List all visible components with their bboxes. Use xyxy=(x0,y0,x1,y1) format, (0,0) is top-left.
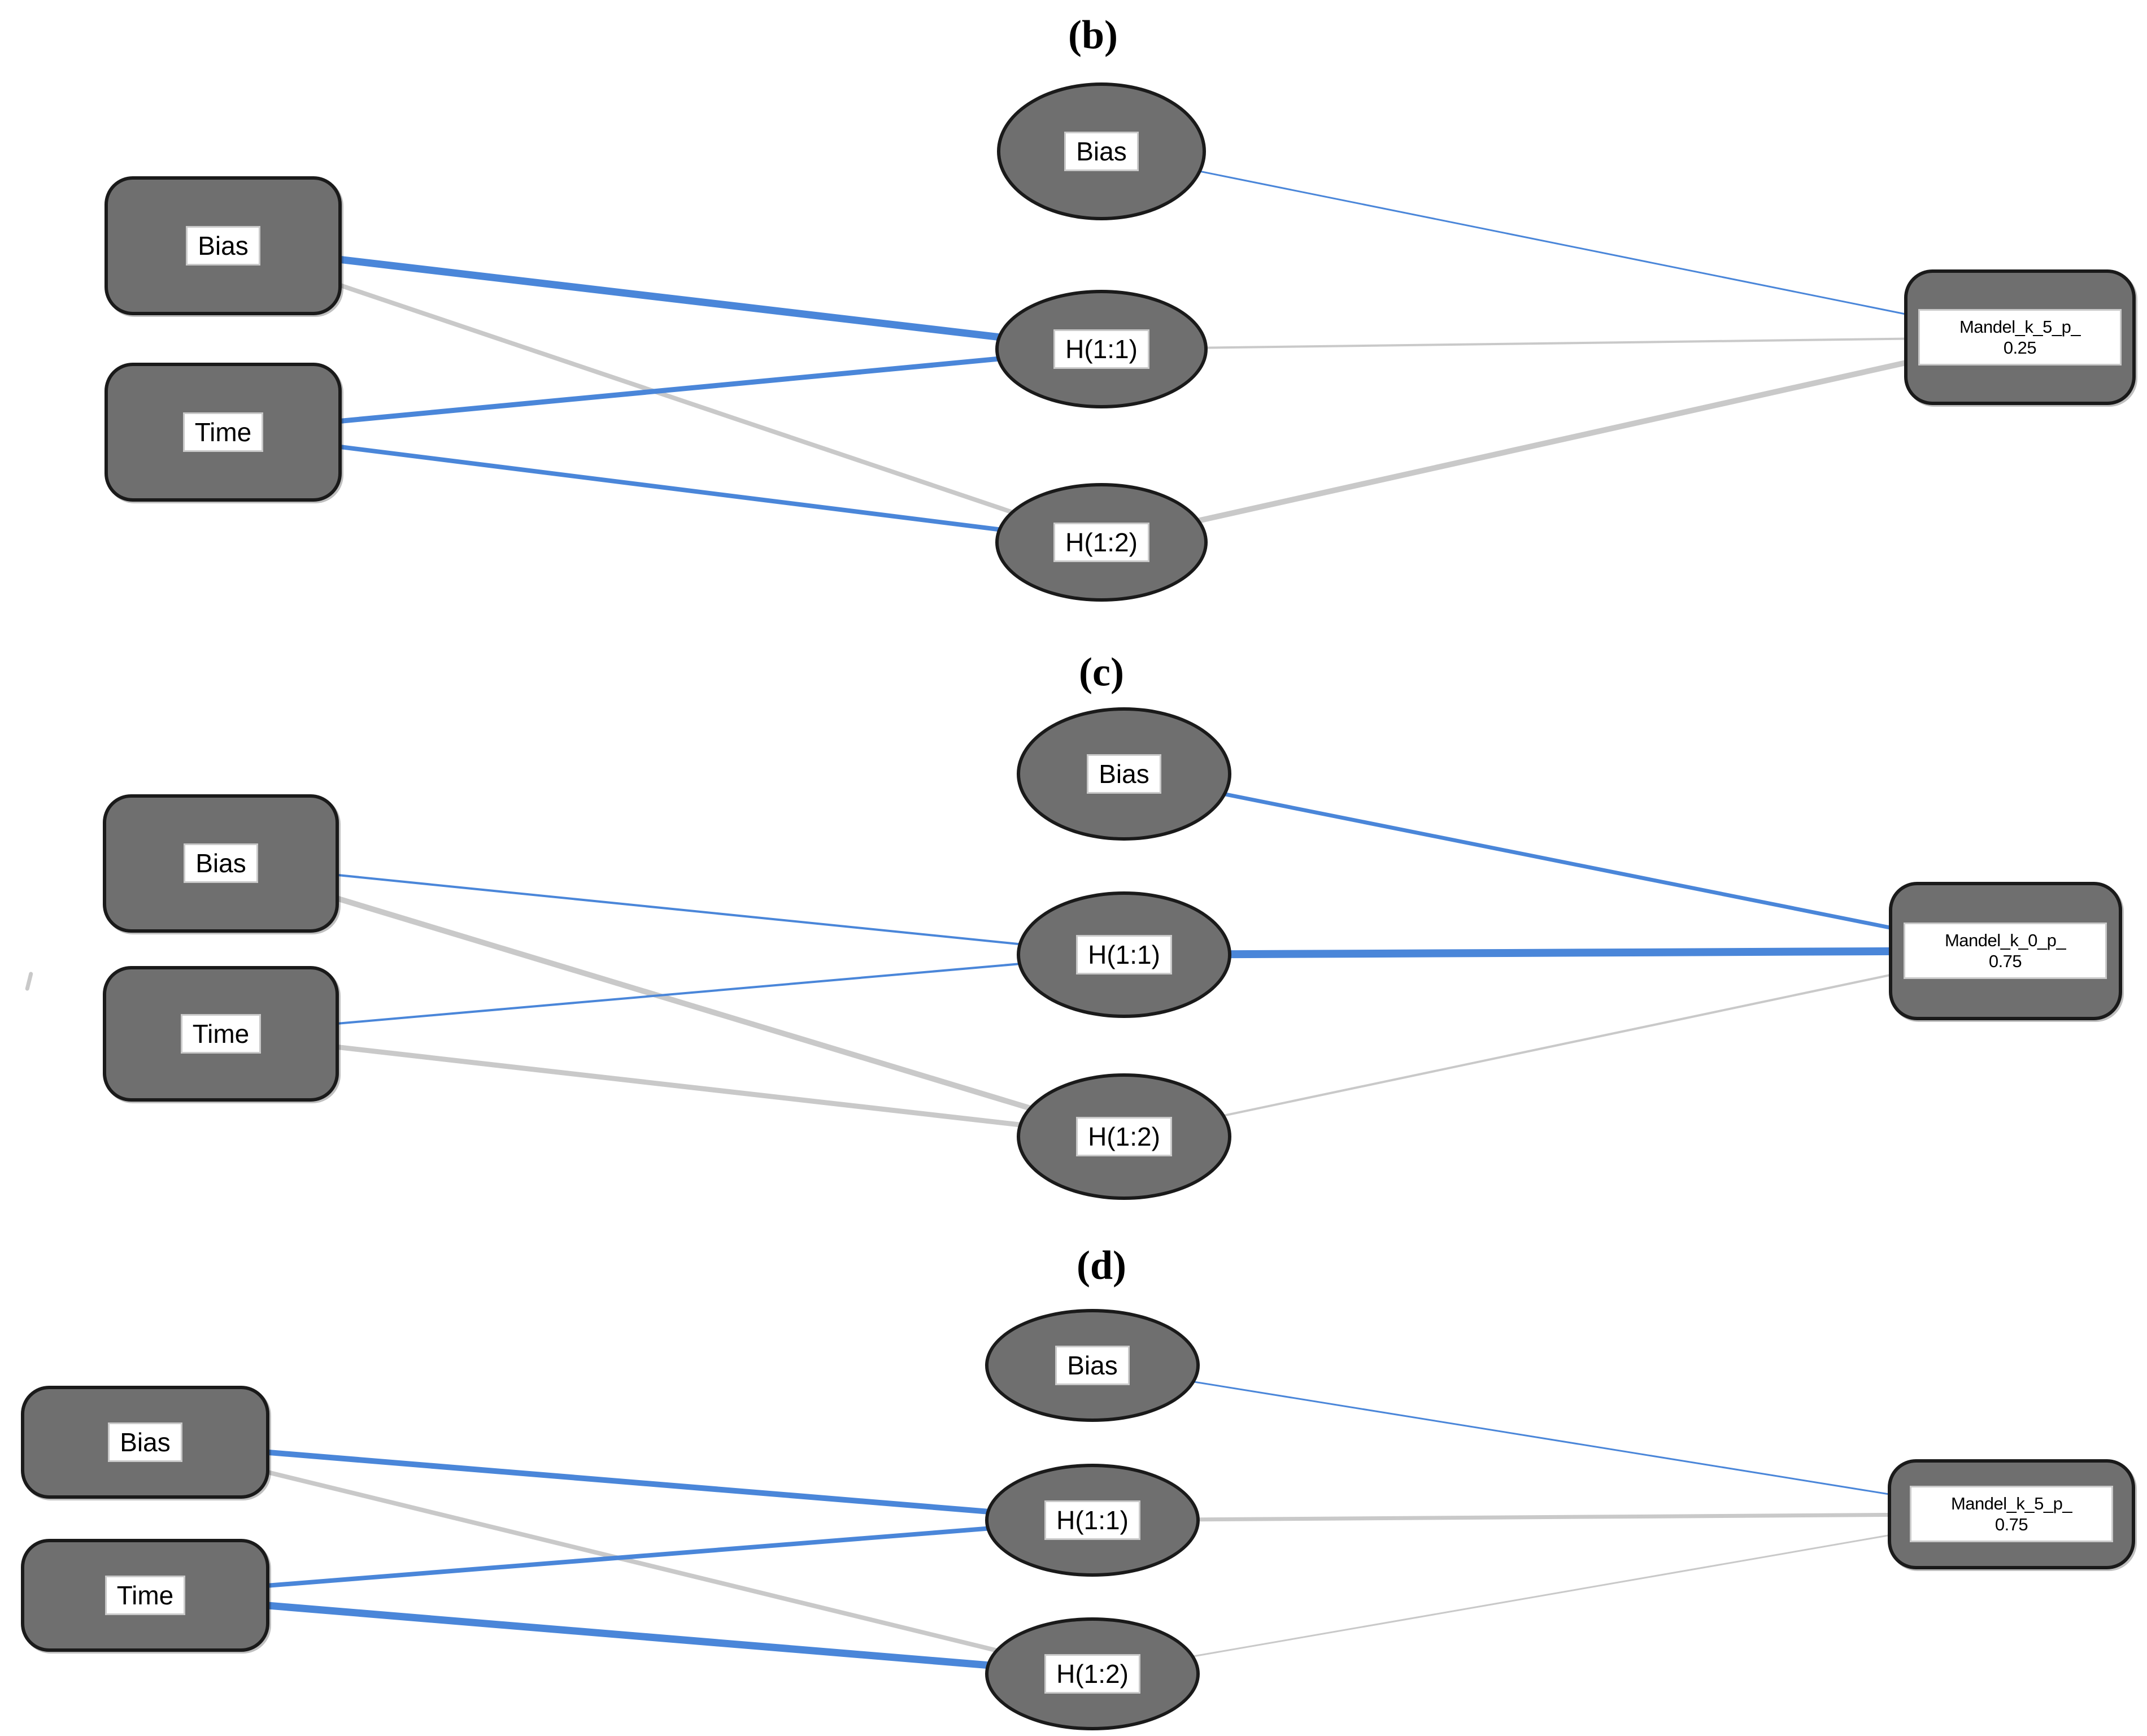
node-label-line: 0.75 xyxy=(1994,1515,2028,1534)
node-label-line: Mandel_k_5_p_ xyxy=(1950,1493,2072,1513)
node-d-hidden-bias: Bias xyxy=(985,1309,1200,1422)
node-label-chip: Mandel_k_5_p_0.25 xyxy=(1918,308,2122,366)
node-b-hidden-bias: Bias xyxy=(997,82,1206,220)
node-c-hidden-h11: H(1:1) xyxy=(1017,891,1231,1018)
edge-d-hidden-h11-to-output xyxy=(1092,1512,2012,1522)
node-b-input-time: Time xyxy=(104,363,342,502)
edge-b-hidden-h12-to-output xyxy=(1100,334,2021,545)
edge-d-hidden-h12-to-output xyxy=(1092,1513,2012,1675)
panel-label-d: (d) xyxy=(1077,1242,1126,1288)
edge-d-hidden-bias-to-output xyxy=(1092,1364,2012,1515)
edge-c-input-bias-to-hidden-h12 xyxy=(220,860,1125,1139)
panel-label-c: (c) xyxy=(1079,649,1124,695)
node-label-chip: H(1:1) xyxy=(1053,329,1149,369)
edge-b-input-time-to-hidden-h12 xyxy=(223,430,1102,545)
node-label-chip: Time xyxy=(180,1013,262,1054)
node-label-chip: H(1:1) xyxy=(1044,1500,1140,1541)
node-d-input-bias: Bias xyxy=(21,1386,269,1499)
node-label-chip: Bias xyxy=(108,1422,182,1463)
node-c-input-bias: Bias xyxy=(103,794,339,933)
edge-b-hidden-h11-to-output xyxy=(1101,336,2020,350)
node-label-chip: Bias xyxy=(1087,754,1161,794)
edge-d-input-time-to-hidden-h12 xyxy=(145,1591,1093,1678)
edge-b-input-bias-to-hidden-h12 xyxy=(222,243,1103,545)
node-c-hidden-h12: H(1:2) xyxy=(1017,1073,1231,1200)
node-label-chip: Bias xyxy=(186,225,260,266)
edge-c-input-time-to-hidden-h11 xyxy=(220,954,1125,1035)
node-d-hidden-h11: H(1:1) xyxy=(985,1464,1200,1577)
node-label-line: Mandel_k_5_p_ xyxy=(1959,316,2081,337)
edge-d-input-time-to-hidden-h11 xyxy=(145,1518,1093,1598)
node-label-chip: H(1:1) xyxy=(1076,934,1172,975)
edge-b-input-bias-to-hidden-h11 xyxy=(223,242,1102,353)
node-c-hidden-bias: Bias xyxy=(1017,707,1231,841)
node-label-chip: Mandel_k_0_p_0.75 xyxy=(1904,922,2107,980)
node-label-chip: Time xyxy=(104,1575,186,1616)
node-label-line: Mandel_k_0_p_ xyxy=(1944,930,2066,950)
node-c-input-time: Time xyxy=(103,966,339,1102)
edge-b-hidden-bias-to-output xyxy=(1101,150,2020,338)
node-label-chip: Bias xyxy=(184,843,258,884)
panel-label-b: (b) xyxy=(1068,12,1118,58)
node-b-hidden-h12: H(1:2) xyxy=(995,483,1208,602)
edge-c-input-time-to-hidden-h12 xyxy=(220,1031,1125,1139)
node-label-chip: Bias xyxy=(1064,131,1139,172)
node-d-input-time: Time xyxy=(21,1539,269,1652)
node-label-chip: Time xyxy=(182,412,264,453)
node-label-chip: H(1:2) xyxy=(1076,1116,1172,1157)
edge-c-hidden-h12-to-output xyxy=(1123,950,2006,1138)
node-label-chip: H(1:2) xyxy=(1053,522,1149,563)
node-b-hidden-h11: H(1:1) xyxy=(995,290,1208,408)
edge-c-input-bias-to-hidden-h11 xyxy=(220,862,1125,956)
node-label-line: 0.75 xyxy=(1988,951,2022,971)
edge-b-input-time-to-hidden-h11 xyxy=(223,346,1102,435)
node-c-output: Mandel_k_0_p_0.75 xyxy=(1888,881,2122,1020)
node-label-chip: Bias xyxy=(1055,1345,1130,1386)
node-label-line: 0.25 xyxy=(2003,338,2037,358)
node-d-output: Mandel_k_5_p_ 0.75 xyxy=(1888,1459,2135,1569)
node-label-chip: Mandel_k_5_p_ 0.75 xyxy=(1910,1485,2113,1543)
node-label-chip: H(1:2) xyxy=(1044,1654,1140,1694)
node-b-input-bias: Bias xyxy=(104,176,342,315)
node-d-hidden-h12: H(1:2) xyxy=(985,1617,1200,1730)
node-b-output: Mandel_k_5_p_0.25 xyxy=(1904,269,2136,405)
edge-c-hidden-bias-to-output xyxy=(1123,772,2006,953)
edge-c-hidden-h11-to-output xyxy=(1123,947,2006,959)
edge-d-input-bias-to-hidden-h11 xyxy=(145,1439,1093,1523)
